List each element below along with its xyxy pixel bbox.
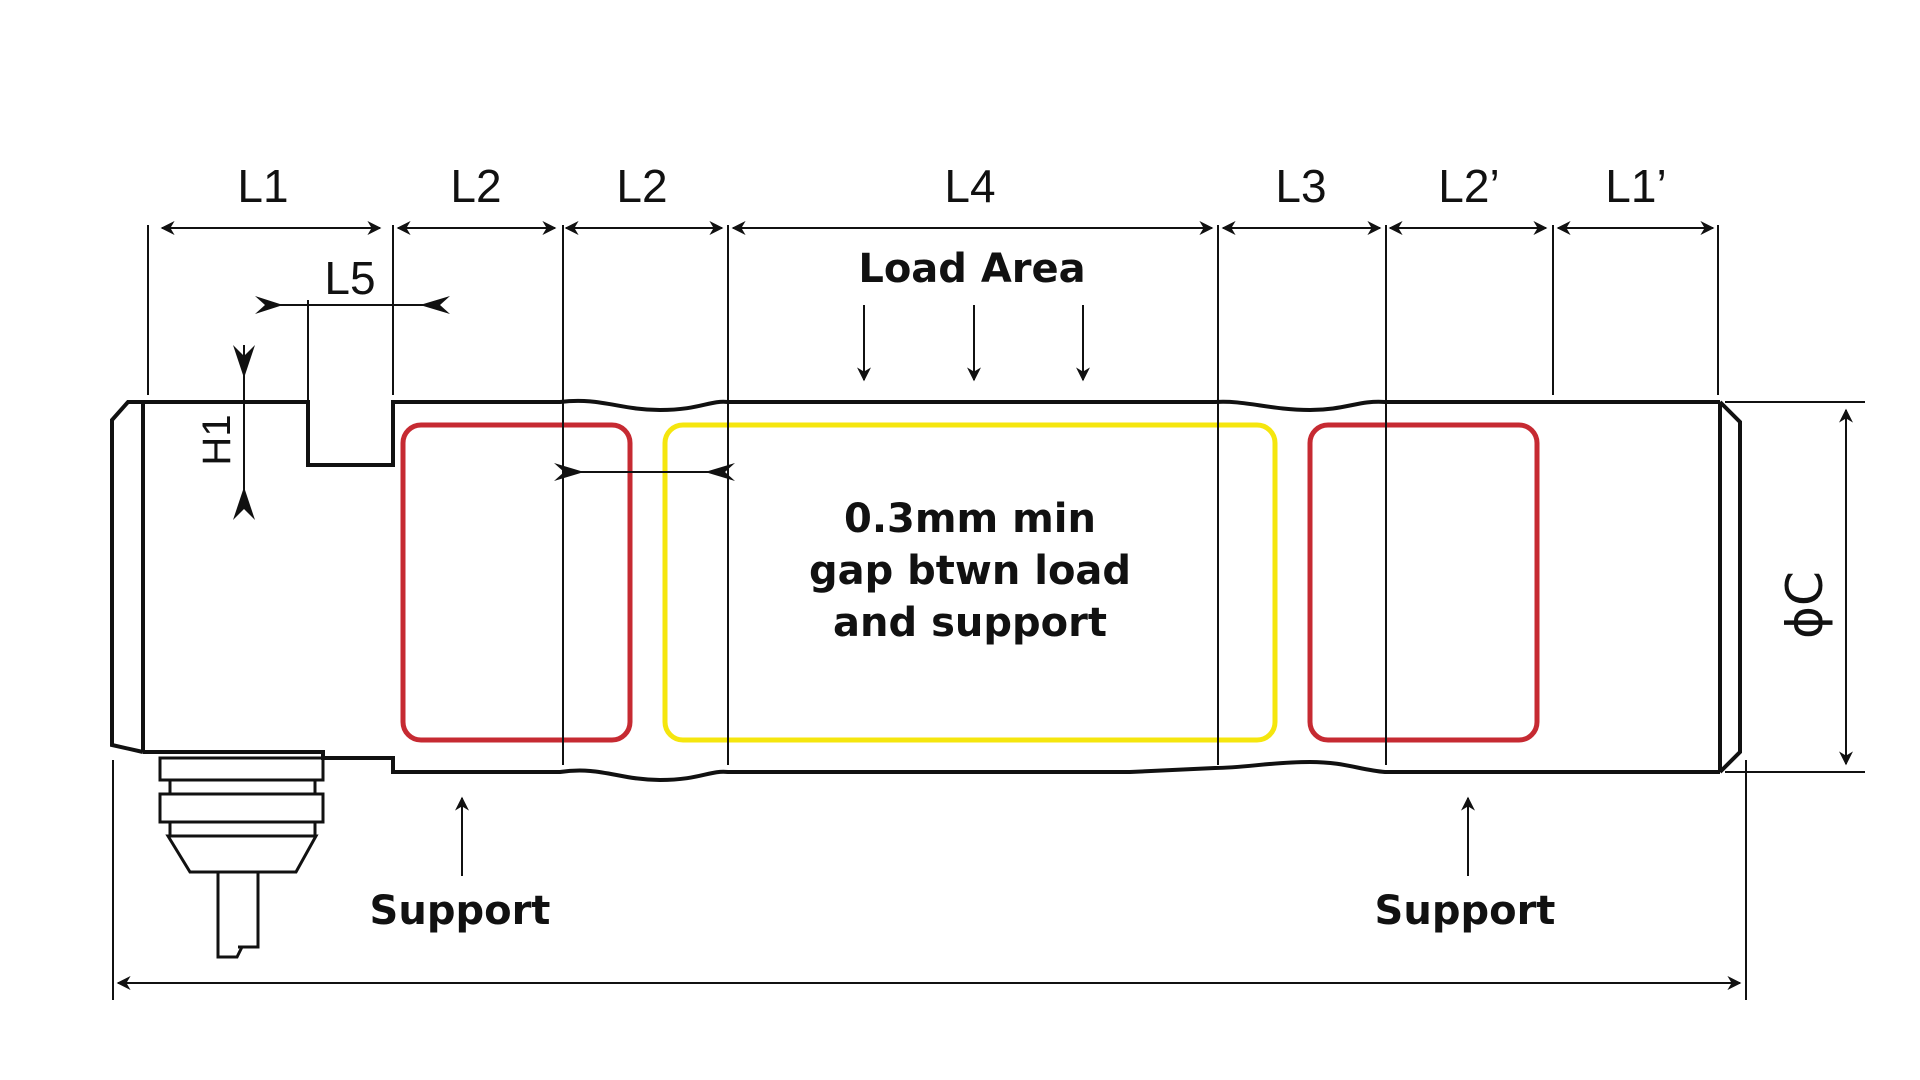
slot-depth-dimension: H1 xyxy=(195,345,255,520)
support-label-right: Support xyxy=(1375,888,1556,934)
support-zone-right xyxy=(1307,422,1540,743)
connector-cable xyxy=(216,872,260,959)
gap-arrow-left xyxy=(554,463,584,481)
label-L2b: L2 xyxy=(616,160,667,212)
label-L1: L1 xyxy=(237,160,288,212)
gap-note-line-2: gap btwn load xyxy=(809,548,1131,594)
L5-arrow-right xyxy=(420,296,450,314)
label-L4: L4 xyxy=(944,160,995,212)
connector-ring-1 xyxy=(158,756,325,782)
label-L1p: L1’ xyxy=(1605,160,1666,212)
cable-connector xyxy=(158,756,325,959)
body-bottom-edge xyxy=(143,750,1720,783)
support-zone-left xyxy=(400,422,633,743)
gap-dimension xyxy=(554,463,735,481)
extension-lines xyxy=(112,225,1865,1000)
H1-arrow-bottom xyxy=(233,487,255,520)
connector-ring-3 xyxy=(158,792,325,824)
load-area-label: Load Area xyxy=(858,246,1085,292)
connector-ring-4 xyxy=(168,820,317,838)
gap-arrow-right xyxy=(705,463,735,481)
connector-taper xyxy=(165,834,319,874)
label-L5: L5 xyxy=(324,252,375,304)
label-L3: L3 xyxy=(1275,160,1326,212)
label-L2p: L2’ xyxy=(1438,160,1499,212)
gap-note-line-3: and support xyxy=(833,600,1107,646)
diameter-dimension: ϕC xyxy=(1776,408,1853,766)
load-cell-body xyxy=(110,398,1742,783)
label-H1: H1 xyxy=(195,414,239,465)
load-arrows xyxy=(857,305,1090,382)
label-diameter-C: ϕC xyxy=(1776,571,1834,639)
right-end-cap xyxy=(1718,400,1742,774)
top-dimension-labels: L1 L2 L2 L4 L3 L2’ L1’ xyxy=(237,160,1666,212)
H1-arrow-top xyxy=(233,345,255,378)
support-label-left: Support xyxy=(370,888,551,934)
body-top-edge xyxy=(143,398,1720,467)
connector-ring-2 xyxy=(168,778,317,796)
label-L2a: L2 xyxy=(450,160,501,212)
gap-note-line-1: 0.3mm min xyxy=(844,496,1096,542)
load-zone xyxy=(662,422,1278,743)
left-end-cap xyxy=(110,400,144,754)
slot-width-dimension: L5 xyxy=(255,252,450,314)
